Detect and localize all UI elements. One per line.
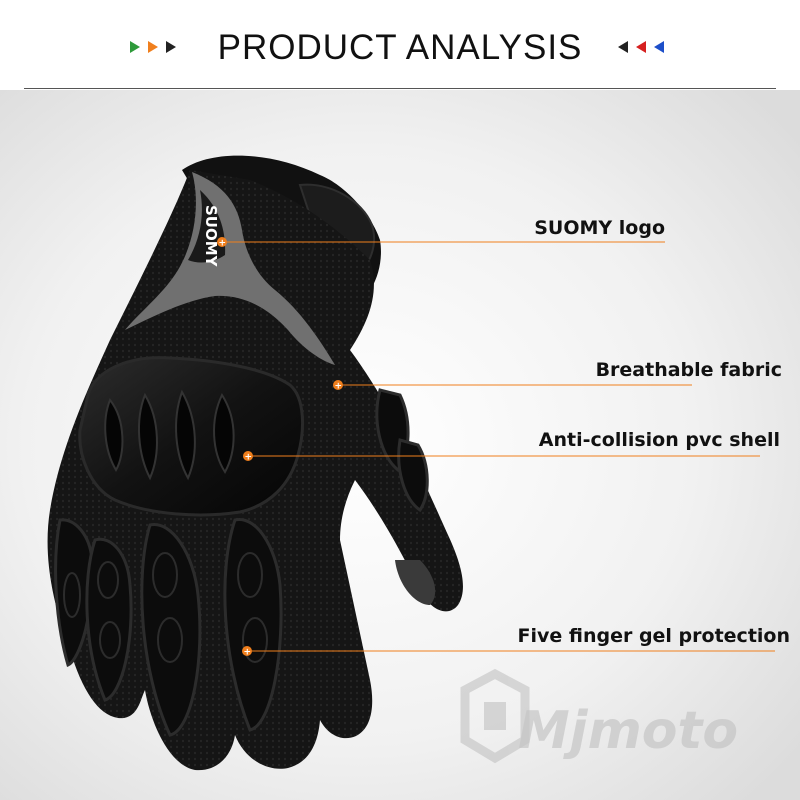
callout-label-gel: Five finger gel protection [517,625,790,647]
shield-logo-icon [460,668,530,764]
thumb-protector [375,388,436,605]
marker-logo-icon [217,237,227,247]
callout-line-gel: + [242,646,775,658]
knuckle-ridge-1 [104,398,124,472]
finger-protector-1 [54,518,94,668]
left-arrow-3 [166,41,176,53]
svg-text:+: + [219,239,227,249]
marker-shell-icon [243,451,253,461]
finger-protector-2 [85,537,133,702]
watermark-text: Mjmoto [518,701,738,761]
header-divider [24,88,776,89]
left-arrow-1 [130,41,140,53]
callout-label-fabric: Breathable fabric [595,359,782,381]
callout-label-shell: Anti-collision pvc shell [538,429,780,451]
page-title: PRODUCT ANALYSIS [217,28,583,67]
callout-line-shell: + [243,451,760,463]
callout-label-logo: SUOMY logo [534,217,665,239]
marker-fabric-icon [333,380,343,390]
svg-text:+: + [245,453,253,463]
knuckle-ridge-4 [213,392,235,474]
finger-protector-3 [140,523,202,737]
right-arrow-1 [618,41,628,53]
marker-gel-icon [242,646,252,656]
left-arrow-2 [148,41,158,53]
gray-accent-inner [188,190,226,263]
callout-line-logo: + [217,237,665,249]
header-left-arrows [130,39,182,55]
header-right-arrows [618,39,670,55]
knuckle-ridge-2 [137,392,158,481]
gray-accent-panel [125,172,335,365]
finger-protector-4 [223,518,283,732]
callout-line-fabric: + [333,380,692,392]
right-arrow-2 [636,41,646,53]
svg-text:+: + [335,382,343,392]
knuckle-ridge-3 [175,389,196,481]
right-arrow-3 [654,41,664,53]
logo-text: SUOMY [202,205,220,268]
svg-text:+: + [244,648,252,658]
